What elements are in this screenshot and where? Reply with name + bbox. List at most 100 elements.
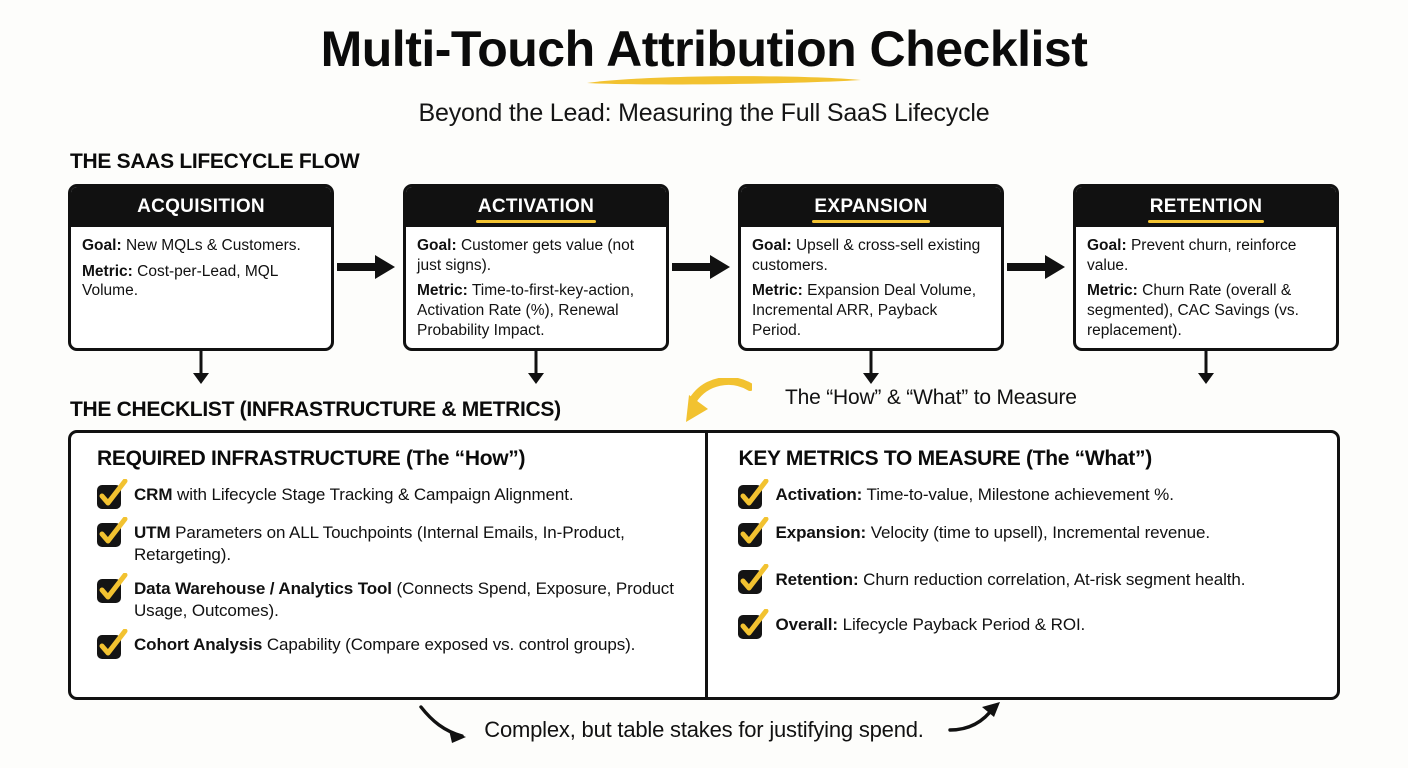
goal-label: Goal:	[82, 237, 122, 254]
stage-title-retention: RETENTION	[1147, 196, 1265, 223]
item-rest: (Connects Spend, Exposure, Product Usage…	[134, 579, 674, 620]
title-underline-stroke	[587, 76, 861, 85]
stage-card-retention: RETENTION Goal: Prevent churn, reinforce…	[1073, 184, 1339, 351]
stage-card-acquisition: ACQUISITION Goal: New MQLs & Customers. …	[68, 184, 334, 351]
goal-label: Goal:	[417, 237, 457, 254]
stage-body-retention: Goal: Prevent churn, reinforce value. Me…	[1076, 227, 1336, 348]
checkbox-checked-icon[interactable]	[738, 564, 769, 594]
checklist-column-infrastructure: REQUIRED INFRASTRUCTURE (The “How”) CRM …	[71, 433, 705, 697]
checklist-item[interactable]: UTM Parameters on ALL Touchpoints (Inter…	[97, 517, 685, 565]
item-rest: Lifecycle Payback Period & ROI.	[838, 615, 1086, 634]
item-bold: Data Warehouse / Analytics Tool	[134, 579, 392, 599]
checklist-item-text: UTM Parameters on ALL Touchpoints (Inter…	[134, 522, 685, 565]
down-arrow-icon	[193, 351, 209, 384]
checkbox-checked-icon[interactable]	[738, 479, 769, 509]
footer-curved-arrow-right-icon	[948, 702, 1000, 732]
page-subtitle: Beyond the Lead: Measuring the Full SaaS…	[418, 99, 990, 127]
metric-value: Churn Rate (overall & segmented), CAC Sa…	[1087, 282, 1299, 339]
checkbox-checked-icon[interactable]	[738, 517, 769, 547]
item-rest: Churn reduction correlation, At-risk seg…	[858, 570, 1246, 589]
checklist-item[interactable]: Data Warehouse / Analytics Tool (Connect…	[97, 573, 685, 621]
stage-title-activation: ACTIVATION	[475, 196, 597, 223]
down-arrow-icon	[863, 351, 879, 384]
title-block: Multi-Touch Attribution Checklist	[0, 22, 1408, 76]
checklist-section-heading: THE CHECKLIST (INFRASTRUCTURE & METRICS)	[70, 398, 561, 421]
checklist-item-text: Retention: Churn reduction correlation, …	[775, 569, 1245, 591]
stage-metric-activation: Metric: Time-to-first-key-action, Activa…	[417, 281, 655, 340]
stage-title-expansion: EXPANSION	[812, 196, 930, 223]
stage-goal-activation: Goal: Customer gets value (not just sign…	[417, 236, 655, 275]
stage-goal-expansion: Goal: Upsell & cross-sell existing custo…	[752, 236, 990, 275]
item-bold: CRM	[134, 485, 173, 504]
goal-value: Upsell & cross-sell existing customers.	[752, 237, 981, 274]
stage-metric-retention: Metric: Churn Rate (overall & segmented)…	[1087, 281, 1325, 340]
stage-metric-expansion: Metric: Expansion Deal Volume, Increment…	[752, 281, 990, 340]
checklist-item[interactable]: Activation: Time-to-value, Milestone ach…	[738, 479, 1317, 509]
checklist-item-text: Activation: Time-to-value, Milestone ach…	[775, 484, 1173, 506]
callout-curved-arrow-icon	[686, 378, 752, 422]
item-bold: Expansion:	[775, 523, 867, 542]
column-title-infrastructure: REQUIRED INFRASTRUCTURE (The “How”)	[97, 447, 526, 470]
item-rest: with Lifecycle Stage Tracking & Campaign…	[172, 485, 574, 504]
stage-title-acquisition: ACQUISITION	[137, 196, 265, 217]
metric-value: Time-to-first-key-action, Activation Rat…	[417, 282, 635, 339]
checkbox-checked-icon[interactable]	[97, 517, 128, 547]
down-arrow-icon	[1198, 351, 1214, 384]
down-arrow-icon	[528, 351, 544, 384]
checklist-item-text: Expansion: Velocity (time to upsell), In…	[775, 522, 1210, 544]
goal-value: New MQLs & Customers.	[125, 237, 301, 254]
metric-value: Expansion Deal Volume, Incremental ARR, …	[752, 282, 977, 339]
stage-header-expansion: EXPANSION	[741, 187, 1001, 227]
metric-label: Metric:	[82, 262, 133, 280]
stage-header-retention: RETENTION	[1076, 187, 1336, 227]
checklist-item[interactable]: CRM with Lifecycle Stage Tracking & Camp…	[97, 479, 685, 509]
checklist-item[interactable]: Retention: Churn reduction correlation, …	[738, 564, 1317, 594]
checklist-column-metrics: KEY METRICS TO MEASURE (The “What”) Acti…	[705, 433, 1337, 697]
item-bold: Activation:	[775, 485, 863, 504]
column-title-metrics: KEY METRICS TO MEASURE (The “What”)	[738, 447, 1152, 470]
item-bold: Cohort Analysis	[134, 635, 263, 655]
checkbox-checked-icon[interactable]	[97, 573, 128, 604]
flow-arrow-right-icon	[1007, 255, 1065, 279]
stage-header-acquisition: ACQUISITION	[71, 187, 331, 227]
metric-label: Metric:	[417, 282, 468, 300]
checklist-item-text: CRM with Lifecycle Stage Tracking & Camp…	[134, 484, 574, 506]
stage-body-expansion: Goal: Upsell & cross-sell existing custo…	[741, 227, 1001, 348]
item-rest: Parameters on ALL Touchpoints (Internal …	[134, 523, 625, 564]
checkbox-checked-icon[interactable]	[738, 609, 769, 639]
stage-card-activation: ACTIVATION Goal: Customer gets value (no…	[403, 184, 669, 351]
callout-label: The “How” & “What” to Measure	[785, 386, 1077, 409]
goal-label: Goal:	[1087, 237, 1127, 254]
footer-note: Complex, but table stakes for justifying…	[484, 717, 924, 742]
goal-value: Customer gets value (not just signs).	[417, 237, 635, 274]
goal-value: Prevent churn, reinforce value.	[1087, 237, 1297, 274]
checklist-panel: REQUIRED INFRASTRUCTURE (The “How”) CRM …	[68, 430, 1340, 700]
metric-label: Metric:	[1087, 282, 1138, 300]
checklist-item-text: Cohort Analysis Capability (Compare expo…	[134, 634, 635, 656]
flow-arrow-right-icon	[337, 255, 395, 279]
item-bold: Retention:	[775, 570, 859, 589]
stage-card-expansion: EXPANSION Goal: Upsell & cross-sell exis…	[738, 184, 1004, 351]
item-bold: Overall:	[775, 615, 838, 634]
checkbox-checked-icon[interactable]	[97, 479, 128, 509]
checklist-item-text: Overall: Lifecycle Payback Period & ROI.	[775, 614, 1085, 636]
checkbox-checked-icon[interactable]	[97, 629, 128, 660]
item-rest: Capability (Compare exposed vs. control …	[262, 635, 636, 655]
stage-goal-acquisition: Goal: New MQLs & Customers.	[82, 236, 320, 256]
stage-body-acquisition: Goal: New MQLs & Customers. Metric: Cost…	[71, 227, 331, 313]
stage-goal-retention: Goal: Prevent churn, reinforce value.	[1087, 236, 1325, 275]
checklist-item[interactable]: Expansion: Velocity (time to upsell), In…	[738, 517, 1317, 547]
page-title: Multi-Touch Attribution Checklist	[320, 21, 1088, 77]
checklist-item-text: Data Warehouse / Analytics Tool (Connect…	[134, 578, 685, 621]
metric-value: Cost-per-Lead, MQL Volume.	[82, 262, 278, 300]
footer-curved-arrow-left-icon	[419, 705, 466, 743]
checklist-item[interactable]: Cohort Analysis Capability (Compare expo…	[97, 629, 685, 660]
stage-header-activation: ACTIVATION	[406, 187, 666, 227]
goal-label: Goal:	[752, 237, 792, 254]
stage-body-activation: Goal: Customer gets value (not just sign…	[406, 227, 666, 348]
stage-metric-acquisition: Metric: Cost-per-Lead, MQL Volume.	[82, 262, 320, 301]
item-rest: Time-to-value, Milestone achievement %.	[862, 485, 1174, 504]
flow-arrow-right-icon	[672, 255, 730, 279]
checklist-item[interactable]: Overall: Lifecycle Payback Period & ROI.	[738, 609, 1317, 639]
